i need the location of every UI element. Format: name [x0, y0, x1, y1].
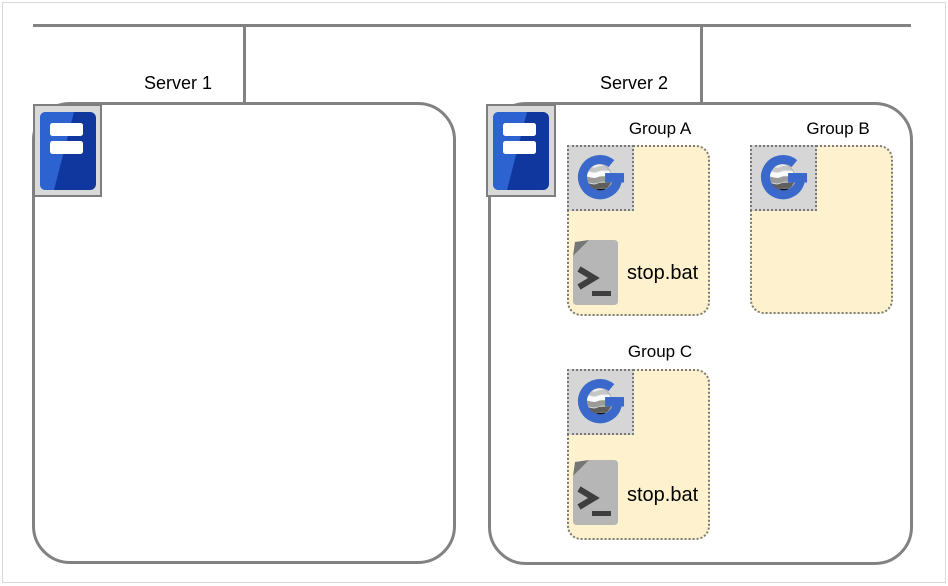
server1-connector-line	[243, 24, 246, 104]
group-a-app-tray	[567, 145, 634, 211]
network-bus-line	[33, 24, 911, 27]
group-b-label: Group B	[806, 119, 870, 138]
group-a-label: Group A	[628, 119, 692, 138]
g-logo-globe-icon	[572, 150, 630, 206]
group-c-label: Group C	[627, 342, 693, 361]
g-logo-globe-icon	[572, 374, 630, 430]
server-tower-icon	[39, 111, 96, 190]
server1-icon-tray	[33, 104, 102, 197]
batch-file-icon	[573, 460, 618, 525]
server2-connector-line	[700, 24, 703, 104]
group-b-app-tray	[750, 145, 817, 211]
batch-file-terminal-icon	[573, 460, 618, 525]
batch-file-icon	[573, 240, 618, 305]
server1-label: Server 1	[144, 73, 213, 93]
batch-file-terminal-icon	[573, 240, 618, 305]
group-c-script-label: stop.bat	[627, 484, 699, 506]
g-logo-globe-icon	[755, 150, 813, 206]
group-a-script-label: stop.bat	[627, 262, 699, 284]
server2-label: Server 2	[600, 73, 669, 93]
group-c-app-tray	[567, 369, 634, 435]
server1-box	[32, 102, 456, 564]
server2-icon-tray	[486, 104, 556, 197]
server-tower-icon	[493, 111, 549, 190]
